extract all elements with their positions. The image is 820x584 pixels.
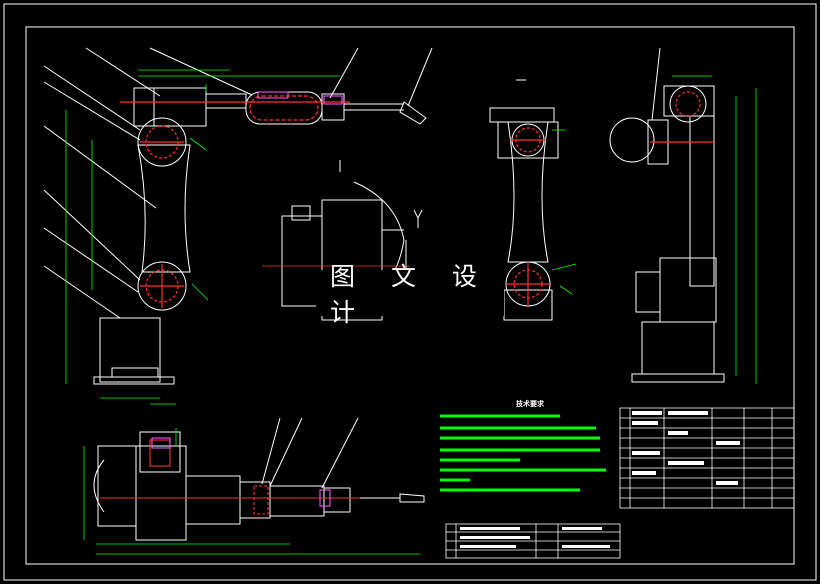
- title-block-fills: [460, 411, 740, 548]
- right-view-joints: [650, 91, 714, 143]
- title-block: [445, 407, 795, 559]
- right-view-dimensions: [672, 75, 757, 384]
- top-view-joints: [100, 439, 360, 515]
- right-view: [609, 47, 725, 383]
- side-view-joints: [506, 127, 550, 306]
- front-view-joints: [120, 95, 350, 308]
- watermark-label: 图 文 设 计: [316, 262, 504, 327]
- front-view: [43, 47, 433, 385]
- sheet-border: [3, 3, 817, 581]
- front-view-accent: [257, 91, 343, 105]
- tech-notes-lines: [440, 414, 606, 492]
- top-view: [93, 417, 425, 541]
- front-view-dimensions: [65, 69, 340, 405]
- top-view-accent: [151, 437, 331, 507]
- top-view-dimensions: [83, 428, 420, 555]
- side-view-dimensions: [551, 129, 577, 295]
- tech-notes-title: 技术要求: [516, 400, 544, 408]
